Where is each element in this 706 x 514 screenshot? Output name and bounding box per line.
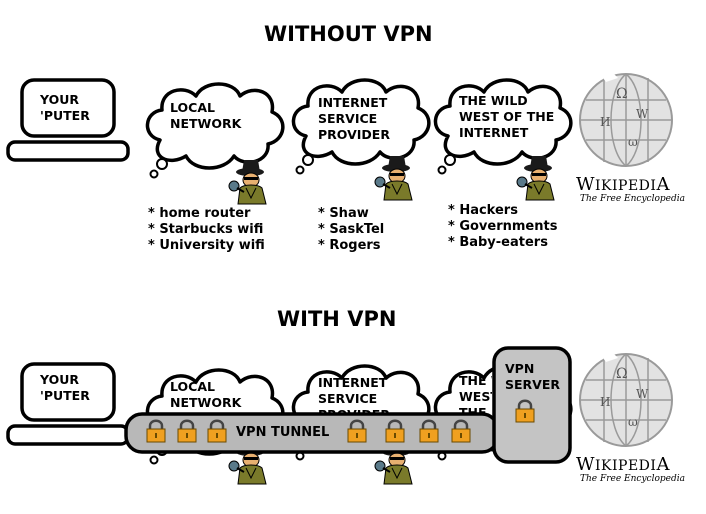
list-item: * home router bbox=[148, 206, 251, 221]
wikipedia-globe-icon-bottom bbox=[579, 349, 673, 447]
internet-examples: * Hackers * Governments * Baby-eaters bbox=[448, 203, 557, 251]
list-item: * Baby-eaters bbox=[448, 235, 548, 250]
wikipedia-globe-icon-top bbox=[579, 69, 673, 167]
wordmark-first: W bbox=[576, 454, 596, 475]
internet-label-bottom: THE WILD WEST OF THE INTERNET bbox=[459, 373, 492, 415]
internet-label-clip: THE WILD WEST OF THE INTERNET bbox=[459, 373, 492, 415]
wikipedia-wordmark-bottom: WIKIPEDIA bbox=[576, 454, 670, 475]
list-item: * Hackers bbox=[448, 203, 518, 218]
wikipedia-wordmark-top: WIKIPEDIA bbox=[576, 174, 670, 195]
spy-icon-isp-top bbox=[374, 155, 413, 201]
local-network-examples: * home router * Starbucks wifi * Univers… bbox=[148, 206, 265, 254]
local-network-label-top: LOCAL NETWORK bbox=[170, 100, 242, 131]
vpn-server-label: VPN SERVER bbox=[505, 361, 561, 392]
isp-label-clip: INTERNET SERVICE PROVIDER bbox=[318, 375, 438, 415]
spy-icon-local-top bbox=[228, 159, 267, 205]
wordmark-last: A bbox=[656, 454, 670, 475]
wordmark-last: A bbox=[656, 174, 670, 195]
list-item: * Rogers bbox=[318, 238, 381, 253]
heading-with-vpn: WITH VPN bbox=[277, 307, 397, 331]
isp-examples: * Shaw * SaskTel * Rogers bbox=[318, 206, 384, 254]
list-item: * Governments bbox=[448, 219, 558, 234]
wordmark-mid: IKIPEDI bbox=[595, 178, 657, 194]
isp-label-bottom: INTERNET SERVICE PROVIDER bbox=[318, 375, 390, 415]
wordmark-first: W bbox=[576, 174, 596, 195]
internet-label-top: THE WILD WEST OF THE INTERNET bbox=[459, 93, 555, 140]
local-network-label-bottom: LOCAL NETWORK bbox=[170, 379, 242, 410]
wordmark-mid: IKIPEDI bbox=[595, 458, 657, 474]
vpn-tunnel-label: VPN TUNNEL bbox=[236, 425, 330, 440]
spy-icon-internet-top bbox=[516, 155, 555, 201]
isp-label-top: INTERNET SERVICE PROVIDER bbox=[318, 95, 390, 142]
list-item: * Starbucks wifi bbox=[148, 222, 264, 237]
list-item: * Shaw bbox=[318, 206, 369, 221]
list-item: * SaskTel bbox=[318, 222, 385, 237]
wikipedia-tagline-bottom: The Free Encyclopedia bbox=[580, 474, 685, 484]
heading-without-vpn: WITHOUT VPN bbox=[264, 22, 433, 46]
computer-label-top: YOUR 'PUTER bbox=[40, 92, 90, 123]
wikipedia-tagline-top: The Free Encyclopedia bbox=[580, 194, 685, 204]
computer-label-bottom: YOUR 'PUTER bbox=[40, 372, 90, 403]
list-item: * University wifi bbox=[148, 238, 265, 253]
